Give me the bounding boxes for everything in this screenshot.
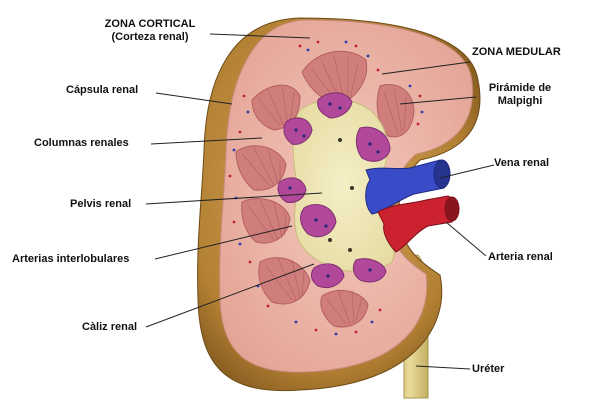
renal-artery-opening	[444, 196, 460, 222]
label-caliz-renal: Càliz renal	[82, 321, 138, 333]
label-zona-medular: ZONA MEDULAR	[472, 46, 561, 58]
label-corteza-renal: (Corteza renal)	[111, 31, 189, 43]
label-zona-cortical-title: ZONA CORTICAL	[104, 18, 196, 30]
label-pelvis-renal: Pelvis renal	[70, 198, 132, 210]
label-columnas-renales: Columnas renales	[34, 137, 129, 149]
renal-artery	[377, 195, 456, 253]
label-capsula-renal: Cápsula renal	[66, 84, 139, 96]
pyramid-striations	[241, 55, 407, 325]
label-arterias-interlobulares: Arterias interlobulares	[12, 253, 130, 265]
label-piramide: Pirámide de	[488, 82, 552, 94]
leader-lines	[145, 33, 495, 370]
label-piramide-malpighi: Pirámide de Malpighi	[475, 82, 565, 108]
renal-vein	[365, 159, 448, 215]
renal-vein-opening	[433, 159, 451, 189]
label-malpighi: Malpighi	[497, 95, 543, 107]
label-ureter: Uréter	[472, 363, 505, 375]
interlobular-dots	[228, 40, 424, 336]
pelvis-dots	[328, 138, 354, 252]
label-vena-renal: Vena renal	[494, 157, 550, 169]
label-arteria-renal: Arteria renal	[488, 251, 553, 263]
calyx-dots	[288, 102, 380, 278]
label-zona-cortical: ZONA CORTICAL (Corteza renal)	[95, 18, 205, 44]
